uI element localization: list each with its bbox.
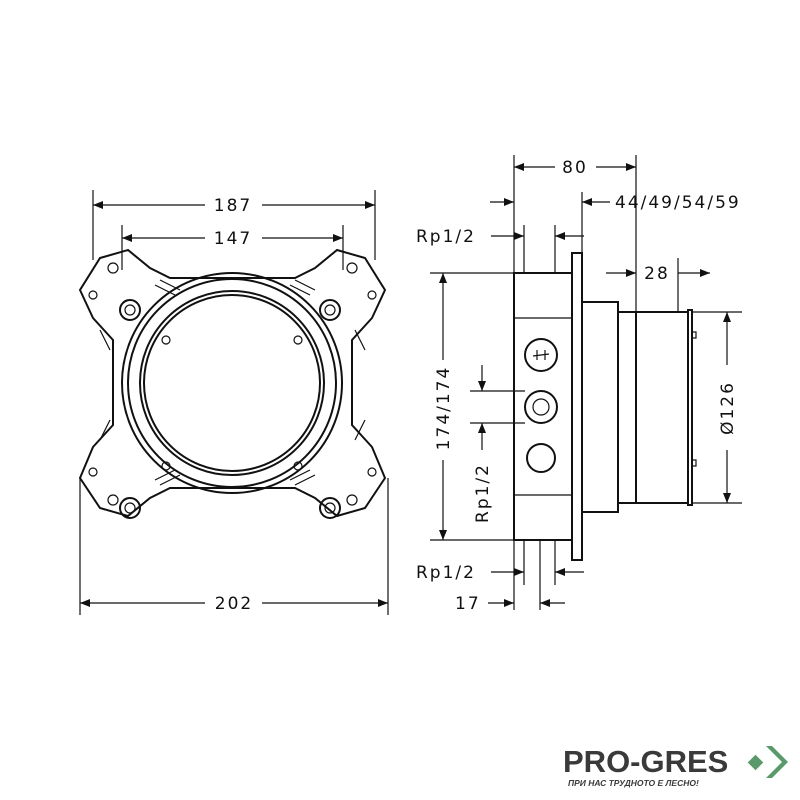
dim-rp-middle: Rp1/2: [473, 463, 493, 523]
logo-tagline: ПРИ НАС ТРУДНОТО Е ЛЕСНО!: [568, 778, 699, 788]
dim-rp-bottom: Rp1/2: [416, 563, 476, 583]
dim-44-49-54-59: 44/49/54/59: [615, 193, 741, 213]
logo-chevron-icon: [747, 746, 788, 778]
dim-rp-top: Rp1/2: [416, 227, 476, 247]
logo-name: PRO-GRES: [563, 744, 729, 779]
plate-slots: [99, 279, 366, 486]
mounting-holes: [88, 262, 377, 519]
side-view-body: [513, 252, 697, 561]
dim-80: 80: [562, 158, 588, 178]
dim-28: 28: [644, 264, 670, 284]
dim-diameter-126: Ø126: [718, 381, 738, 435]
front-view-mounting-plate: [78, 248, 387, 519]
dim-174: 174/174: [434, 366, 454, 451]
dim-202: 202: [215, 594, 253, 614]
dim-187: 187: [214, 196, 252, 216]
dim-147: 147: [214, 229, 252, 249]
dim-17: 17: [455, 594, 481, 614]
